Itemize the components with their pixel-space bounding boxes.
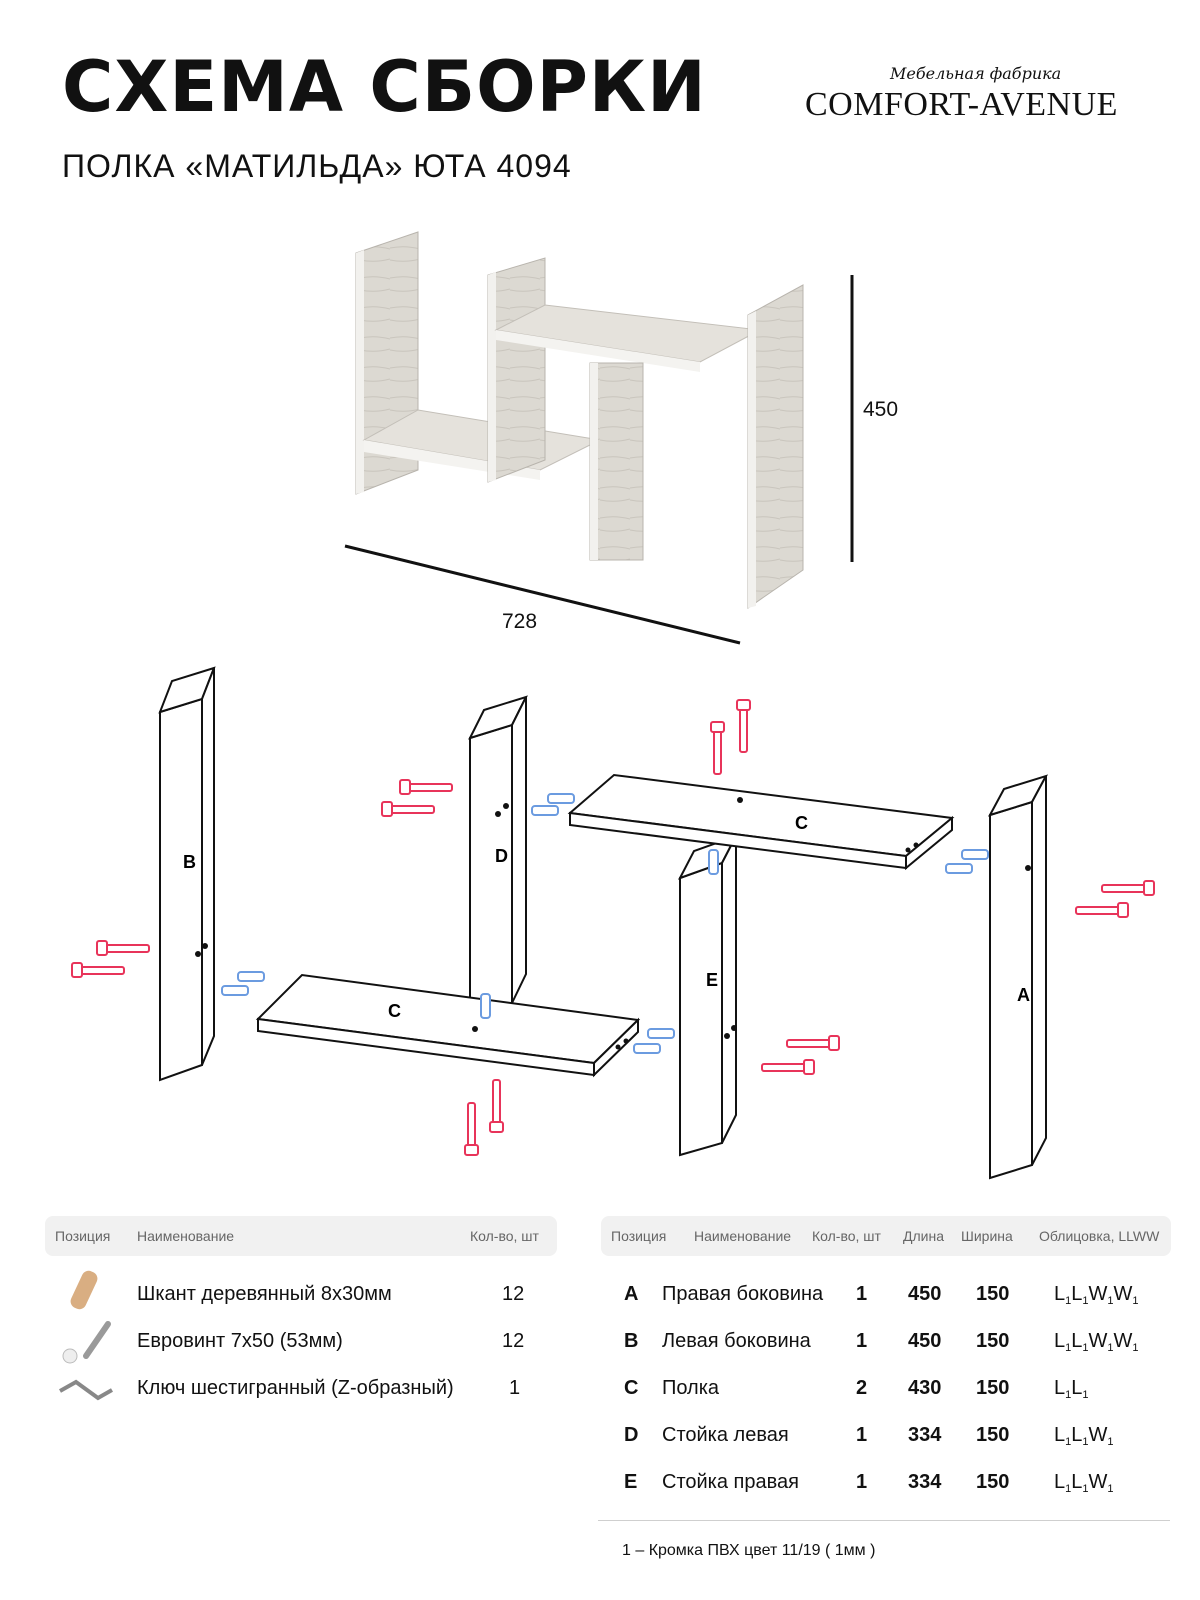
width-dimension-line	[344, 544, 741, 645]
label-b: B	[183, 852, 196, 872]
parts-col-length: Длина	[903, 1228, 944, 1244]
hardware-name: Шкант деревянный 8х30мм	[137, 1283, 392, 1305]
footnote: 1 – Кромка ПВХ цвет 11/19 ( 1мм )	[622, 1542, 876, 1559]
part-edging: L1L1W1	[1054, 1471, 1114, 1495]
parts-col-width: Ширина	[961, 1228, 1013, 1244]
hardware-col-position: Позиция	[55, 1228, 111, 1244]
hardware-col-qty: Кол-во, шт	[470, 1228, 539, 1244]
hardware-name: Ключ шестигранный (Z-образный)	[137, 1377, 454, 1399]
part-width: 150	[976, 1471, 1010, 1493]
hardware-table-header: Позиция Наименование Кол-во, шт	[45, 1216, 557, 1256]
part-position: A	[624, 1283, 639, 1305]
part-length: 450	[908, 1283, 942, 1305]
width-dimension-value: 728	[502, 610, 538, 633]
drill-holes	[195, 797, 1031, 1050]
part-edging: L1L1W1W1	[1054, 1283, 1139, 1307]
part-qty: 1	[856, 1283, 868, 1305]
shelf-c-upper	[567, 773, 955, 871]
part-width: 150	[976, 1377, 1010, 1399]
part-length: 334	[908, 1424, 942, 1446]
screw-markers	[71, 699, 1155, 1156]
part-length: 430	[908, 1377, 942, 1399]
height-dimension-value: 450	[863, 398, 899, 421]
part-position: D	[624, 1424, 639, 1446]
panel-d	[468, 695, 528, 1017]
part-name: Стойка правая	[662, 1471, 799, 1493]
part-length: 450	[908, 1330, 942, 1352]
part-qty: 1	[856, 1424, 868, 1446]
euro-screw-icon	[62, 1321, 111, 1364]
assembly-drawing: B D E A C C	[71, 231, 1155, 1180]
parts-col-qty: Кол-во, шт	[812, 1228, 881, 1244]
hardware-col-name: Наименование	[137, 1228, 235, 1244]
parts-table-header: Позиция Наименование Кол-во, шт Длина Ши…	[601, 1216, 1171, 1256]
part-name: Стойка левая	[662, 1424, 789, 1446]
part-qty: 1	[856, 1330, 868, 1352]
brand-logo: COMFORT-AVENUE	[805, 86, 1118, 123]
parts-col-name: Наименование	[694, 1228, 792, 1244]
part-edging: L1L1W1W1	[1054, 1330, 1139, 1354]
part-width: 150	[976, 1424, 1010, 1446]
hex-key-icon	[59, 1379, 113, 1401]
part-edging: L1L1	[1054, 1377, 1089, 1401]
dowel-markers	[221, 793, 989, 1054]
product-illustration	[355, 231, 804, 609]
parts-col-edging: Облицовка, LLWW	[1039, 1228, 1160, 1244]
part-qty: 1	[856, 1471, 868, 1493]
wooden-dowel-icon	[70, 1270, 98, 1310]
part-position: B	[624, 1330, 639, 1352]
hardware-qty: 1	[509, 1377, 521, 1399]
part-position: C	[624, 1377, 639, 1399]
label-e: E	[706, 970, 718, 990]
product-subtitle: ПОЛКА «МАТИЛЬДА» ЮТА 4094	[62, 148, 572, 184]
panel-e	[677, 834, 739, 1157]
panel-b	[158, 666, 216, 1082]
table-divider	[598, 1520, 1170, 1521]
label-c-lower: C	[388, 1001, 401, 1021]
part-name: Правая боковина	[662, 1283, 824, 1305]
brand-tagline: Мебельная фабрика	[890, 64, 1062, 83]
hardware-name: Евровинт 7х50 (53мм)	[137, 1330, 343, 1352]
hardware-icons	[59, 1270, 113, 1401]
hardware-qty: 12	[502, 1330, 525, 1352]
label-c-upper: C	[795, 813, 808, 833]
shelf-c-lower	[255, 973, 641, 1078]
part-name: Полка	[662, 1377, 720, 1399]
part-length: 334	[908, 1471, 942, 1493]
label-d: D	[495, 846, 508, 866]
part-edging: L1L1W1	[1054, 1424, 1114, 1448]
part-width: 150	[976, 1283, 1010, 1305]
part-width: 150	[976, 1330, 1010, 1352]
panel-a	[987, 774, 1049, 1180]
part-qty: 2	[856, 1377, 868, 1399]
page-title: СХЕМА СБОРКИ	[62, 46, 707, 128]
hardware-qty: 12	[502, 1283, 525, 1305]
part-name: Левая боковина	[662, 1330, 811, 1352]
part-position: E	[624, 1471, 638, 1493]
label-a: A	[1017, 985, 1030, 1005]
parts-col-position: Позиция	[611, 1228, 667, 1244]
